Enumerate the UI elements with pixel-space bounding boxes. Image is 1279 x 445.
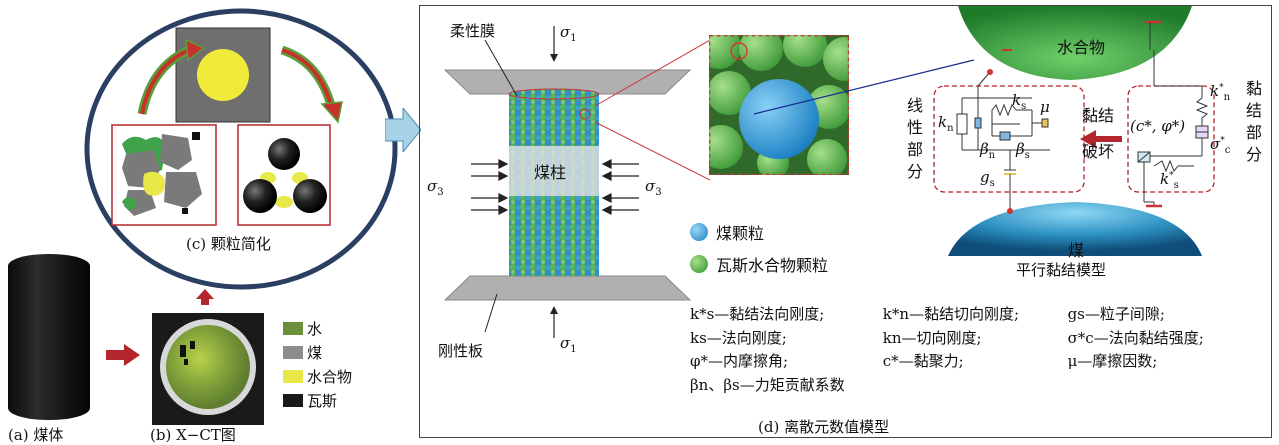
coal-particle-swatch-icon xyxy=(690,223,708,241)
c-phi-label: (c*, φ*) xyxy=(1130,117,1186,135)
particle-legend-item: 煤颗粒 xyxy=(690,220,764,244)
hydrate-particle-swatch-icon xyxy=(690,255,708,273)
panel-d-frame xyxy=(419,5,1272,438)
sigma-c-label: σ*c xyxy=(1210,135,1231,156)
gs-label: gs xyxy=(980,168,995,189)
kn-label: kn xyxy=(938,113,954,134)
sigma3-left-label: σ3 xyxy=(427,177,444,198)
hydrate-label: 水合物 xyxy=(1057,38,1106,57)
ct-legend-label: 煤 xyxy=(307,344,323,362)
definition-item: σ*c—法向黏结强度; xyxy=(1067,328,1204,347)
plate-label: 刚性板 xyxy=(438,342,484,360)
definition-item: c*—黏聚力; xyxy=(882,352,964,370)
ct-scan-image xyxy=(152,313,264,425)
ct-legend-swatch xyxy=(283,346,303,359)
ks-star-label: k*s xyxy=(1160,170,1179,191)
definition-row: ks—法向刚度; kn—切向刚度; σ*c—法向黏结强度; xyxy=(690,327,1204,351)
arrow-a-to-b-icon xyxy=(106,344,140,366)
particle-simplification-diagram xyxy=(84,8,398,290)
sigma1-top-label: σ1 xyxy=(560,23,577,44)
definition-item: gs—粒子间隙; xyxy=(1067,305,1165,323)
ct-legend-label: 瓦斯 xyxy=(307,392,338,410)
particle-legend-label: 煤颗粒 xyxy=(716,224,765,243)
sigma3-right-label: σ3 xyxy=(645,177,662,198)
panel-c-caption: (c) 颗粒简化 xyxy=(186,235,271,253)
definition-row: k*s—黏结法向刚度; k*n—黏结切向刚度; gs—粒子间隙; xyxy=(690,303,1204,327)
definition-row: βn、βs—力矩贡献系数 xyxy=(690,374,1204,398)
definition-item: μ—摩擦因数; xyxy=(1067,352,1158,370)
specimen-diagram xyxy=(443,26,710,338)
definition-item: ks—法向刚度; xyxy=(690,328,787,347)
particle-zoom-inset xyxy=(709,35,849,175)
panel-a-caption: (a) 煤体 xyxy=(8,426,64,444)
arrow-c-to-d-icon xyxy=(385,108,421,152)
definition-item: βn、βs—力矩贡献系数 xyxy=(690,375,845,394)
pbm-title: 平行黏结模型 xyxy=(1016,261,1107,279)
ct-legend-label: 水 xyxy=(307,320,323,338)
ct-legend-item: 水 xyxy=(283,318,322,339)
membrane-label: 柔性膜 xyxy=(450,22,496,40)
zoom-to-model-connector xyxy=(753,59,975,115)
parallel-bond-model-diagram xyxy=(933,6,1215,256)
definition-item: k*n—黏结切向刚度; xyxy=(882,305,1020,323)
mu-label: μ xyxy=(1040,98,1050,116)
definition-item: φ*—内摩擦角; xyxy=(690,352,789,370)
ct-legend-swatch xyxy=(283,370,303,383)
ct-legend-swatch xyxy=(283,394,303,407)
definition-row: φ*—内摩擦角; c*—黏聚力; μ—摩擦因数; xyxy=(690,350,1204,374)
definition-item: kn—切向刚度; xyxy=(882,328,982,347)
ct-legend-label: 水合物 xyxy=(307,368,353,386)
parameter-definitions: k*s—黏结法向刚度; k*n—黏结切向刚度; gs—粒子间隙; ks—法向刚度… xyxy=(690,303,1204,397)
particle-legend-label: 瓦斯水合物颗粒 xyxy=(716,256,829,275)
linear-part-label: 线性 部分 xyxy=(906,96,923,181)
arrow-b-to-c-icon xyxy=(196,289,214,305)
ct-legend-item: 煤 xyxy=(283,342,322,363)
ct-legend-item: 瓦斯 xyxy=(283,390,337,411)
column-label: 煤柱 xyxy=(534,163,567,182)
beta-n-label: βn xyxy=(980,140,996,161)
bond-part-label: 黏结 部分 xyxy=(1245,79,1262,164)
ct-legend-item: 水合物 xyxy=(283,366,352,387)
panel-d-caption: (d) 离散元数值模型 xyxy=(758,418,890,436)
sigma1-bottom-label: σ1 xyxy=(560,334,577,355)
definition-item: k*s—黏结法向刚度; xyxy=(690,305,825,323)
bond-break-label: 黏结破坏 xyxy=(1082,106,1115,161)
kn-star-label: k*n xyxy=(1210,82,1231,103)
beta-s-label: βs xyxy=(1016,140,1030,161)
panel-b-caption: (b) X−CT图 xyxy=(150,426,236,444)
coal-label: 煤 xyxy=(1068,241,1085,260)
particle-legend-item: 瓦斯水合物颗粒 xyxy=(690,252,828,276)
ks-label: ks xyxy=(1012,91,1027,112)
ct-legend-swatch xyxy=(283,322,303,335)
coal-sample-image xyxy=(8,254,90,420)
